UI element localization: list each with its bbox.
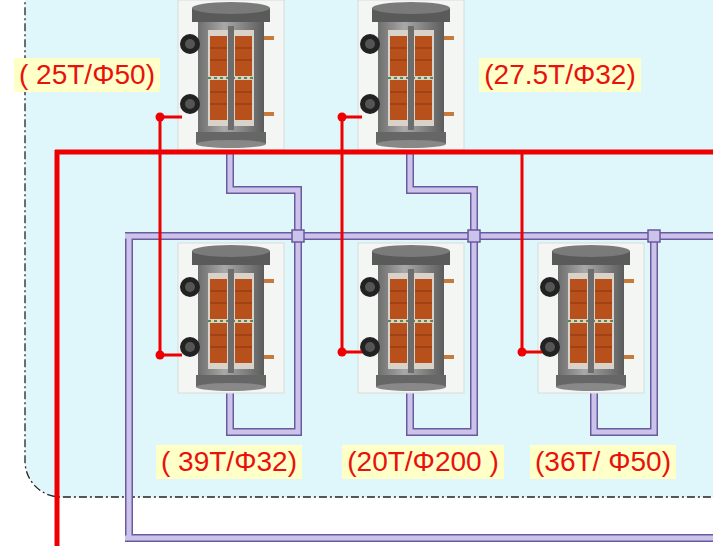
rating-label: (20T/Φ200 )	[342, 445, 504, 479]
wire-dot	[156, 113, 527, 360]
magnet-illustration	[538, 243, 644, 393]
power-bus	[55, 117, 713, 546]
rating-label: (36T/ Φ50)	[530, 445, 676, 479]
rating-text: (36T/ Φ50)	[535, 445, 671, 479]
magnet-illustration	[178, 0, 284, 150]
rating-text: ( 25T/Φ50)	[19, 58, 155, 92]
pipe-network	[125, 150, 713, 538]
rating-text: ( 39T/Φ32)	[161, 445, 297, 479]
rating-label: ( 39T/Φ32)	[156, 445, 302, 479]
rating-text: (20T/Φ200 )	[347, 445, 499, 479]
rating-label: (27.5T/Φ32)	[479, 58, 641, 92]
rating-text: (27.5T/Φ32)	[484, 58, 636, 92]
magnet-illustration	[358, 243, 464, 393]
magnet-illustration	[178, 243, 284, 393]
magnet-illustration	[358, 0, 464, 150]
rating-label: ( 25T/Φ50)	[14, 58, 160, 92]
